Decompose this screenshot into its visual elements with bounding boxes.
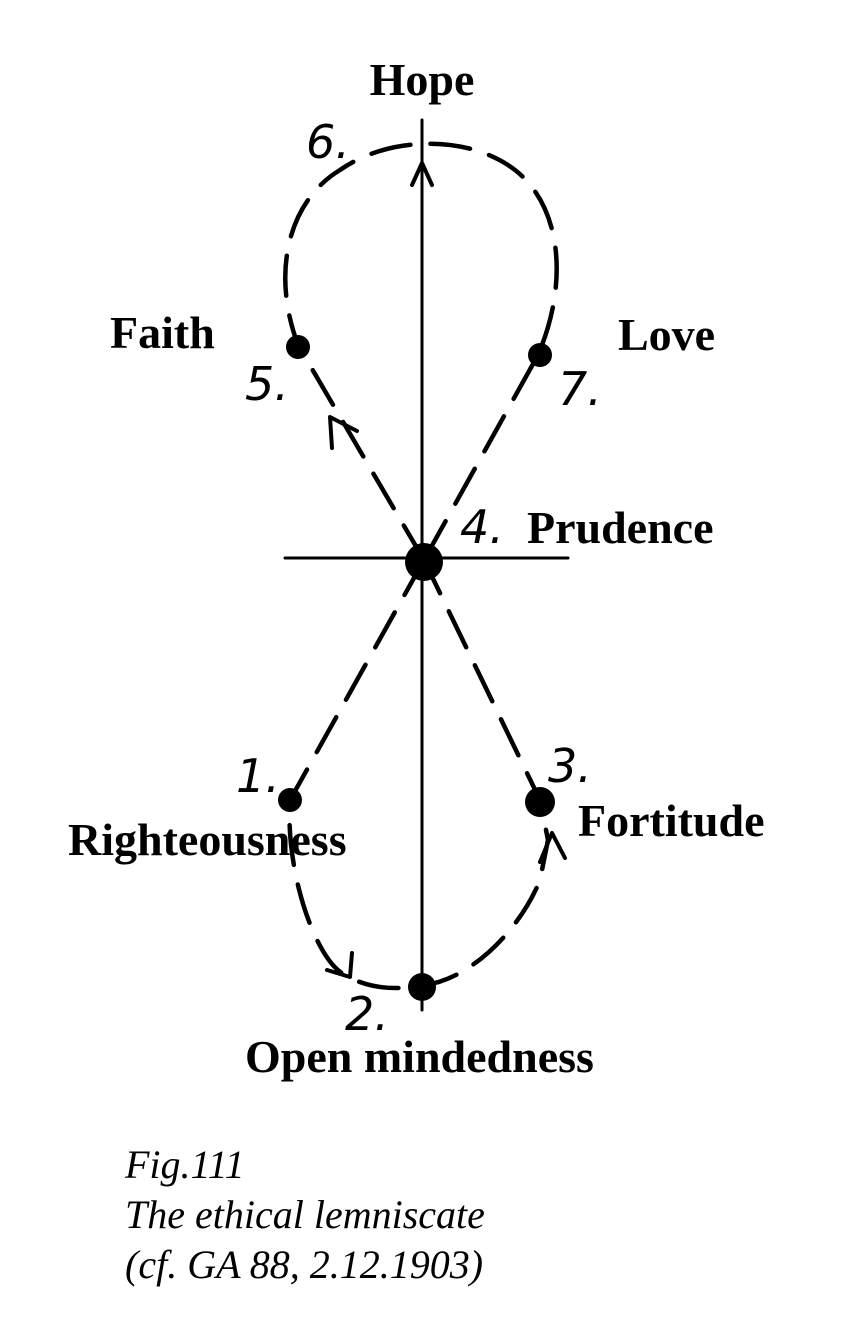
node-righteousness — [278, 788, 302, 812]
caption-reference: (cf. GA 88, 2.12.1903) — [125, 1242, 483, 1287]
number-love: 7. — [558, 362, 602, 416]
label-open-mindedness: Open mindedness — [245, 1031, 594, 1082]
arrow-to-fortitude — [538, 831, 567, 864]
number-fortitude: 3. — [548, 739, 592, 793]
arrow-to-open-mindedness — [325, 951, 354, 979]
caption-figure-number: Fig.111 — [124, 1142, 245, 1187]
node-fortitude — [525, 787, 555, 817]
upper-loop-path — [283, 141, 559, 563]
node-open-mindedness — [408, 973, 436, 1001]
node-faith — [286, 335, 310, 359]
label-hope: Hope — [370, 54, 475, 105]
node-prudence — [405, 543, 443, 581]
number-righteousness: 1. — [236, 749, 280, 803]
arrow-to-faith — [328, 415, 359, 450]
label-righteousness: Righteousness — [68, 814, 347, 865]
label-fortitude: Fortitude — [578, 795, 765, 846]
caption-title: The ethical lemniscate — [125, 1192, 485, 1237]
label-prudence: Prudence — [527, 502, 714, 553]
node-love — [528, 343, 552, 367]
number-hope: 6. — [306, 115, 350, 169]
axis-arrowhead — [410, 161, 434, 187]
number-prudence: 4. — [460, 500, 504, 554]
number-faith: 5. — [245, 357, 289, 411]
lower-loop-path — [287, 557, 551, 991]
label-faith: Faith — [110, 307, 215, 358]
label-love: Love — [618, 309, 715, 360]
number-open-mindedness: 2. — [345, 987, 389, 1041]
